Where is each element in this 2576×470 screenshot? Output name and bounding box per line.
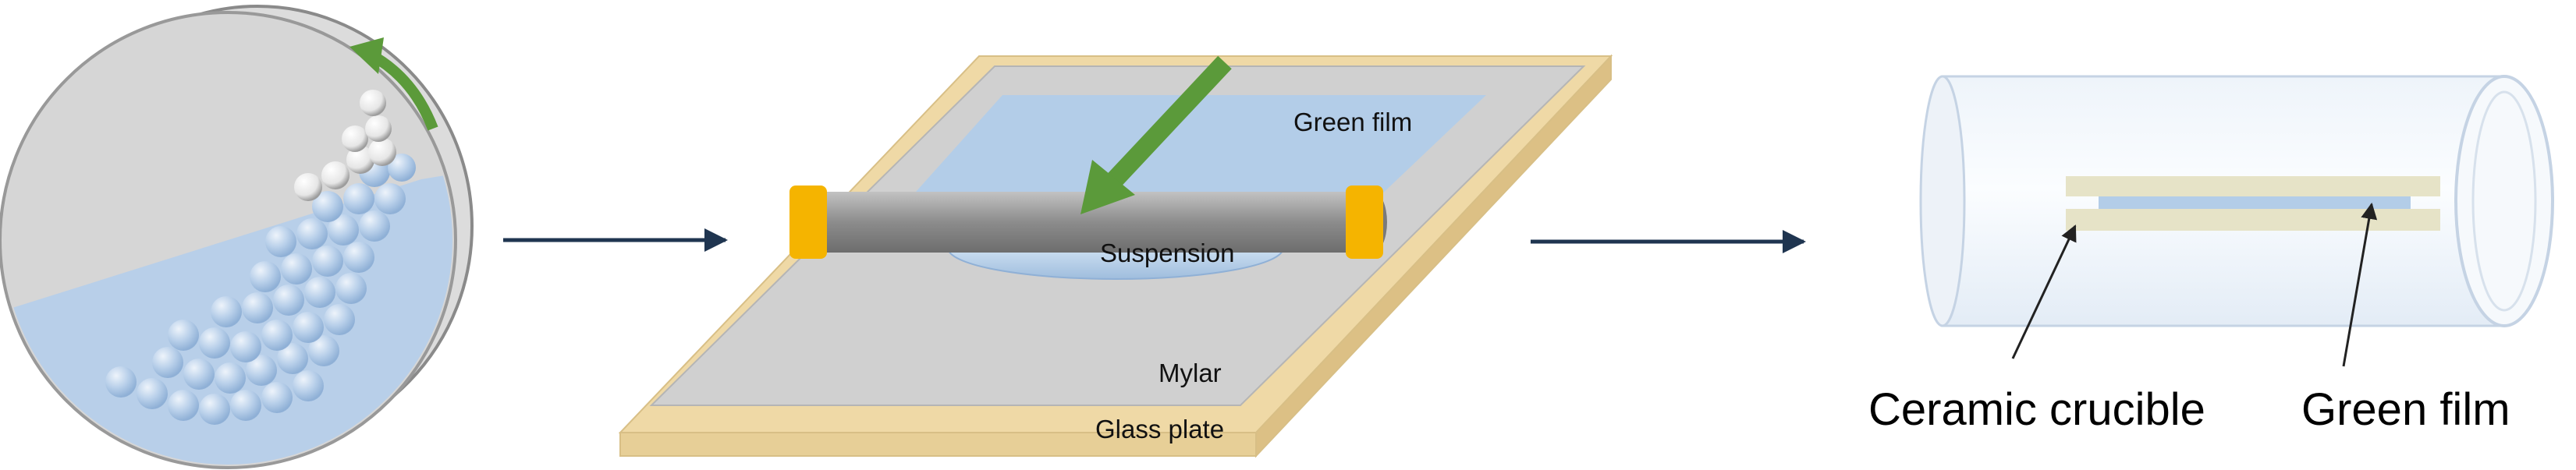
ceramic-crucible-bottom (2066, 209, 2440, 231)
ceramic-crucible-top (2066, 176, 2440, 196)
ball-mill-jar (0, 5, 474, 469)
white-balls (294, 90, 396, 201)
label-mylar: Mylar (1158, 359, 1222, 387)
rotation-arrowhead-icon (349, 37, 384, 74)
label-glass-plate: Glass plate (1095, 415, 1224, 443)
green-film-in-crucible (2099, 196, 2411, 209)
casting-direction-arrow (1101, 55, 1232, 194)
blade-cap-right (1346, 186, 1383, 259)
label-ceramic-crucible: Ceramic crucible (1868, 384, 2205, 435)
glass-plate-side-right (1255, 54, 1612, 458)
pointer-green-film (2342, 202, 2378, 367)
blade-cap-left (789, 186, 827, 259)
pointer-ceramic-crucible (2011, 224, 2077, 359)
label-green-film-bottom: Green film (2301, 384, 2510, 435)
label-suspension: Suspension (1100, 239, 1234, 267)
quartz-tube-left-end (1919, 75, 1966, 327)
tape-casting-setup: Green film Suspension Mylar Glass plate (618, 54, 1613, 458)
quartz-tube-right-end (2454, 75, 2554, 327)
casting-direction-arrowhead-icon (1080, 160, 1135, 214)
tube-furnace: Ceramic crucible Green film (1868, 75, 2554, 435)
quartz-tube-right-inner (2471, 90, 2537, 312)
milling-balls (105, 154, 416, 425)
label-green-film-top: Green film (1293, 108, 1412, 136)
